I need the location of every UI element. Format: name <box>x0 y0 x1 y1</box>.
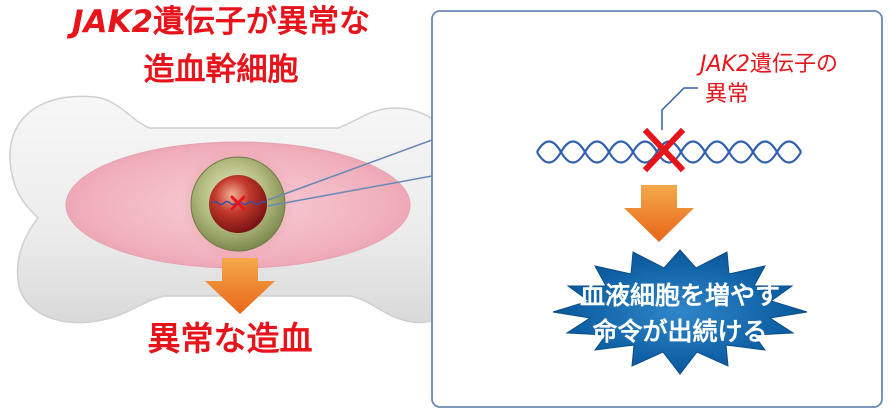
starburst-shape <box>552 249 808 375</box>
result-label: 異常な造血 <box>147 319 313 358</box>
stem-cell <box>190 156 286 252</box>
gene-label-rest: 遺伝子の <box>749 52 838 77</box>
title-line-1: JAK2遺伝子が異常な <box>56 2 386 42</box>
gene-label-line-1: JAK2遺伝子の <box>700 50 838 80</box>
gene-name-italic: JAK2 <box>700 52 750 77</box>
starburst-text: 血液細胞を増やす 命令が出続ける <box>520 278 840 350</box>
cross-mark-icon <box>230 195 246 211</box>
starburst-text-line-2: 命令が出続ける <box>592 317 768 346</box>
zoom-connector-lines <box>267 139 433 207</box>
gene-name-italic: JAK2 <box>71 4 154 40</box>
down-arrow-icon <box>624 185 694 242</box>
down-arrow-icon <box>205 258 275 314</box>
title-line-1-rest: 遺伝子が異常な <box>153 4 371 40</box>
title-line-2: 造血幹細胞 <box>143 52 299 88</box>
gene-label-line-2: 異常 <box>705 82 750 107</box>
starburst-text-line-1: 血液細胞を増やす <box>579 281 780 310</box>
cross-mark-icon <box>642 127 686 173</box>
gene-label-leader <box>661 87 698 130</box>
